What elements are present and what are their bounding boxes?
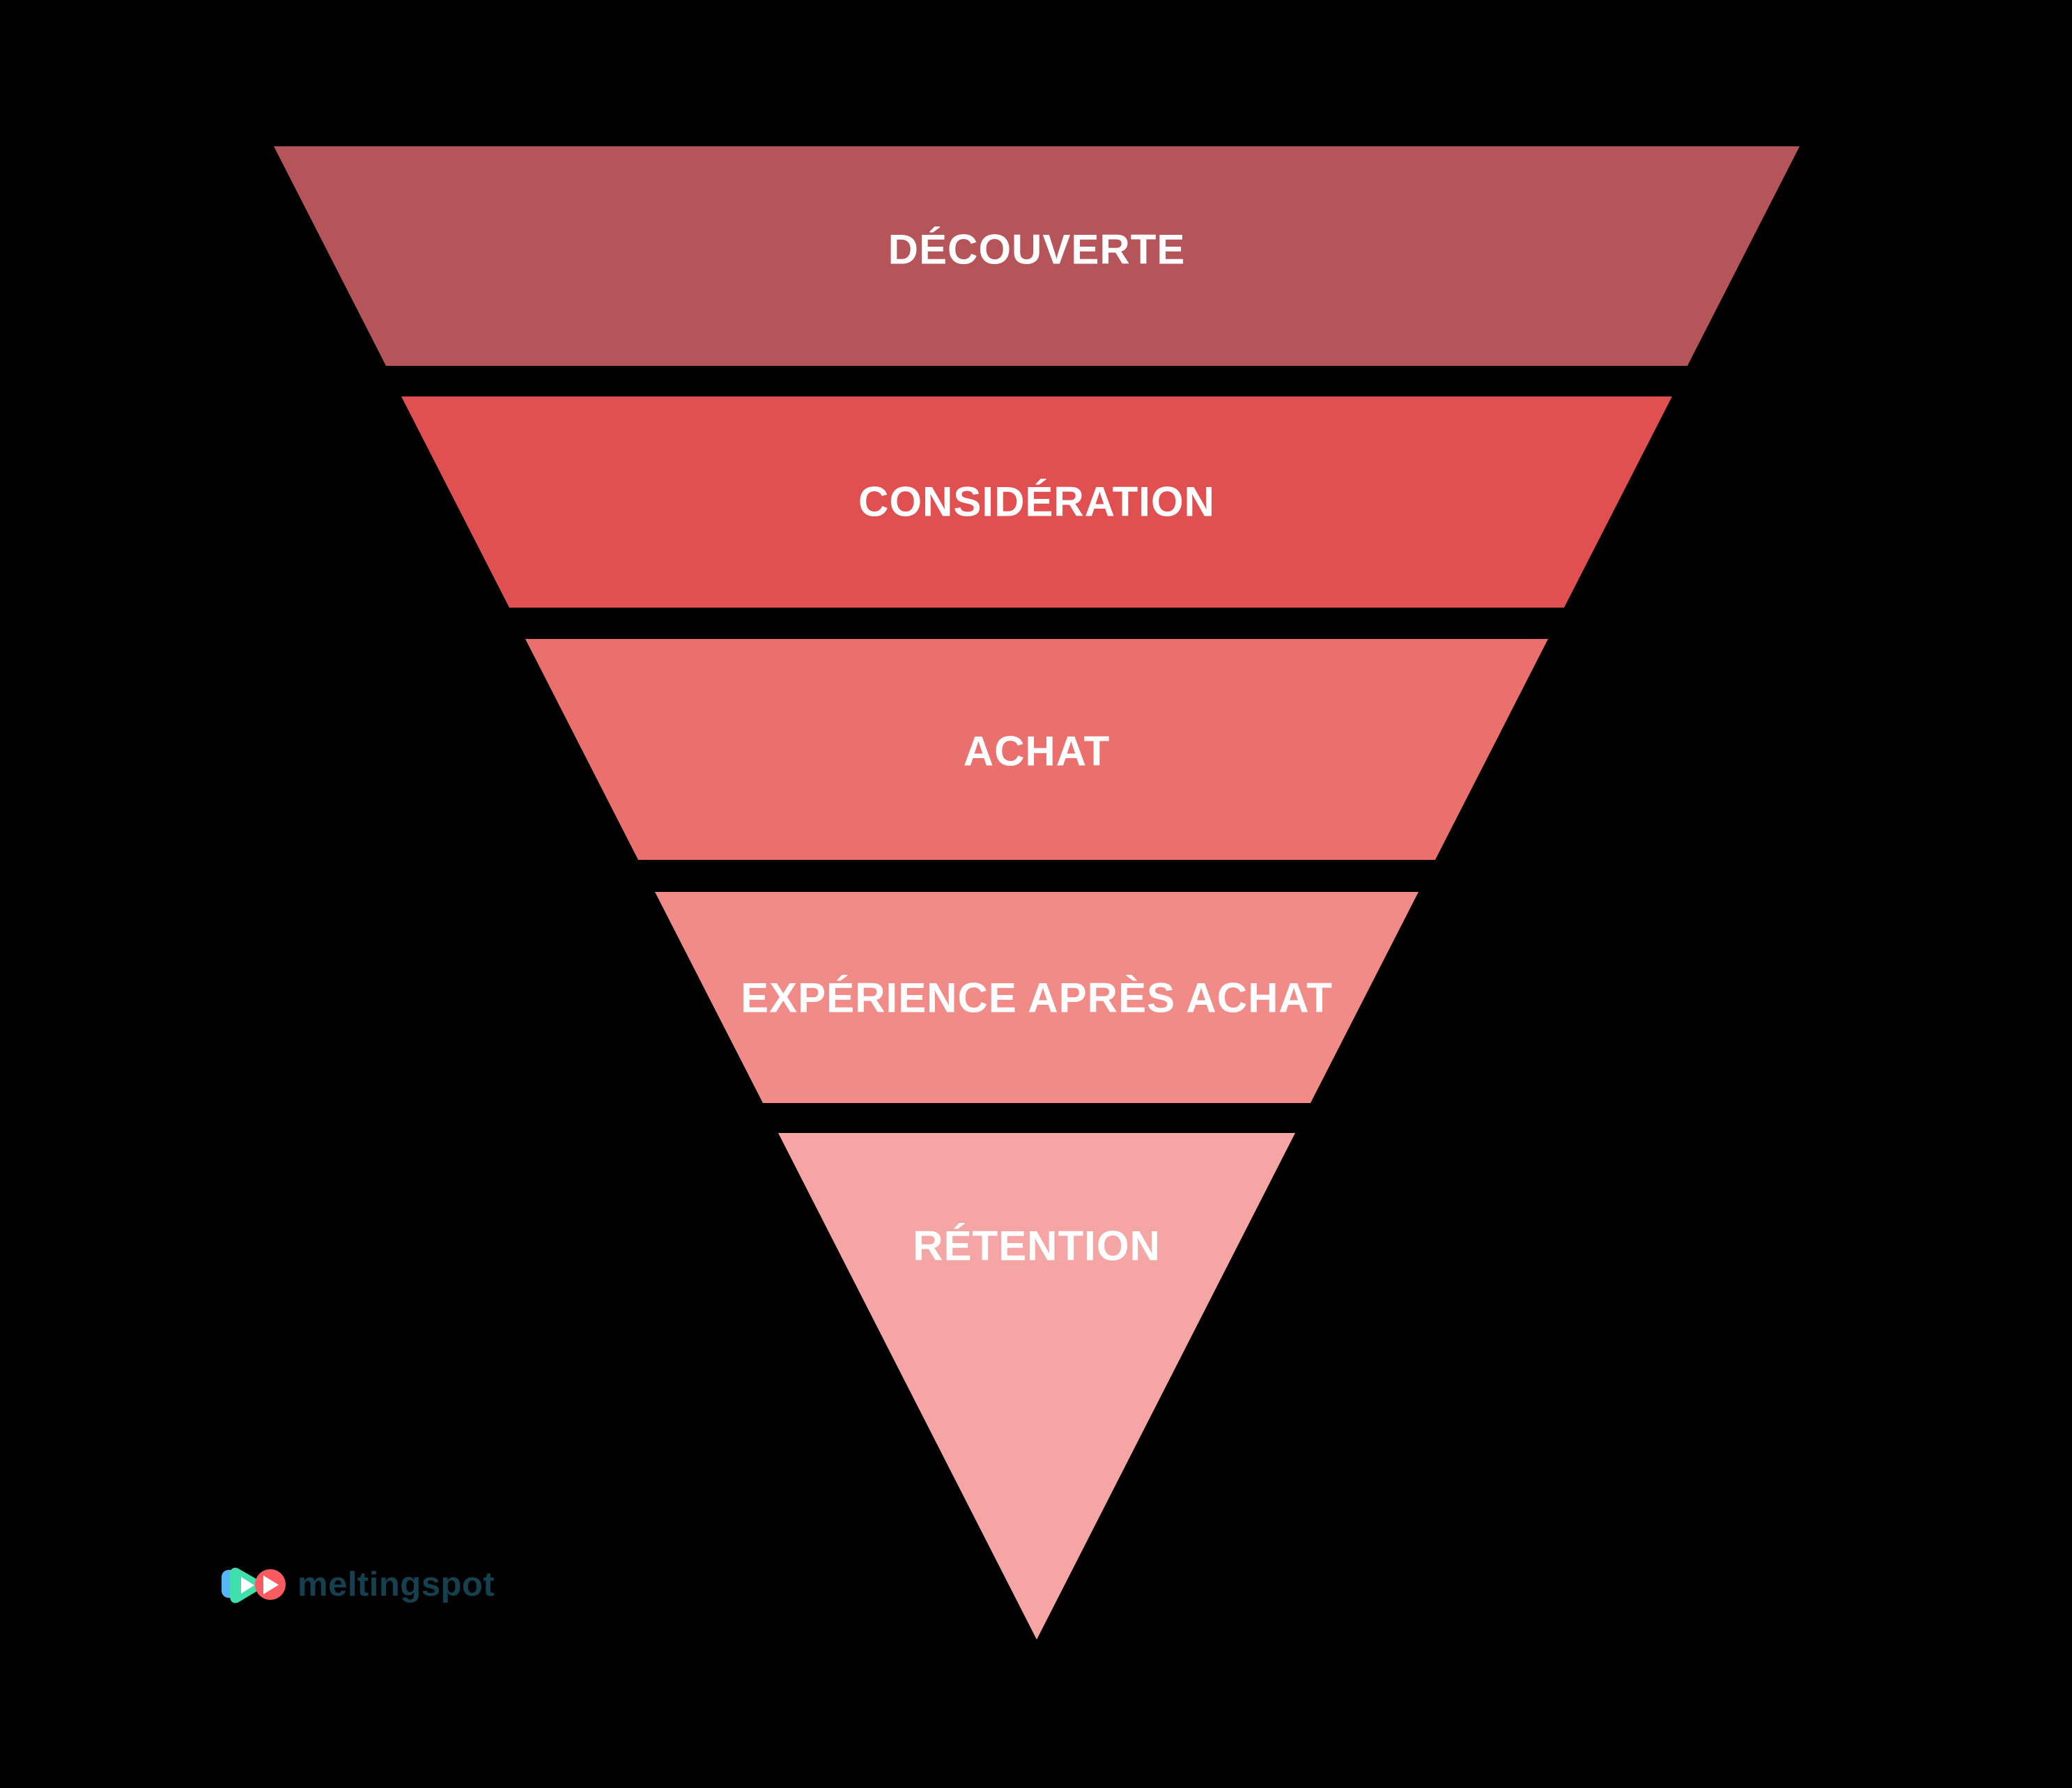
logo-wordmark: meltingspot: [297, 1566, 495, 1603]
funnel-band-experience-apres-achat: [655, 892, 1418, 1103]
logo-play-triangle-white-3-icon: [263, 1575, 279, 1594]
meltingspot-logo: meltingspot: [222, 1566, 495, 1603]
funnel-band-label-experience-apres-achat: EXPÉRIENCE APRÈS ACHAT: [741, 975, 1333, 1022]
funnel-band-label-retention: RÉTENTION: [913, 1223, 1161, 1270]
funnel-band-achat: [525, 639, 1548, 860]
logo-play-triangle-white-2-icon: [241, 1577, 254, 1594]
funnel-band-label-achat: ACHAT: [964, 728, 1111, 775]
funnel-band-consideration: [401, 396, 1672, 608]
funnel-band-label-decouverte: DÉCOUVERTE: [888, 226, 1186, 273]
funnel-band-label-consideration: CONSIDÉRATION: [858, 479, 1215, 525]
funnel-band-retention: [778, 1133, 1295, 1640]
funnel-band-decouverte: [274, 146, 1800, 366]
